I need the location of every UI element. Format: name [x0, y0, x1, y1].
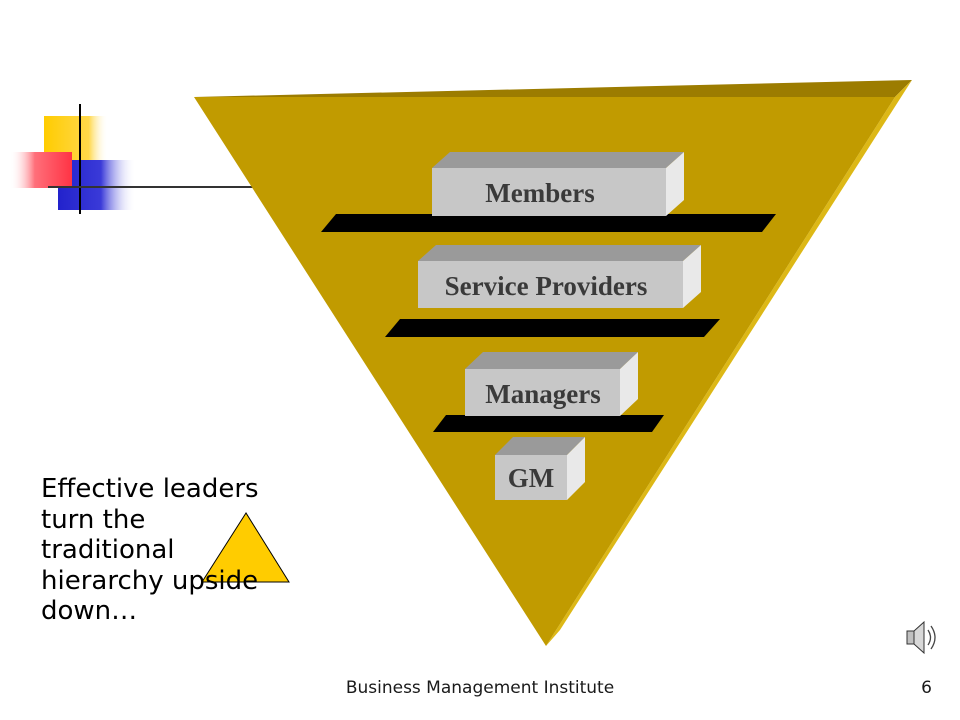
level-block-members: Members [432, 152, 684, 216]
caption: Effective leaders turn the traditional h… [41, 474, 301, 627]
level-label-service-providers: Service Providers [445, 271, 648, 301]
color-squares-logo [10, 104, 262, 214]
level-label-members: Members [485, 178, 594, 208]
caption-line: turn the [41, 504, 146, 535]
yellow-triangle-icon [201, 512, 290, 583]
slide-number: 6 [921, 678, 932, 698]
shelf-2 [385, 319, 720, 337]
pyramid-top-face [194, 80, 912, 97]
speaker-icon[interactable] [906, 620, 936, 655]
shelf-3 [433, 415, 664, 432]
level-block-managers: Managers [465, 352, 638, 416]
caption-line: down… [41, 596, 138, 626]
level-block-service-providers: Service Providers [418, 245, 701, 308]
caption-line: hierarchy upside [41, 565, 259, 596]
pyramid-side-face [546, 80, 912, 646]
caption-line: Effective leaders [41, 474, 259, 504]
shelves [321, 214, 776, 432]
level-label-managers: Managers [485, 379, 600, 409]
level-label-gm: GM [508, 463, 555, 493]
footer-title: Business Management Institute [345, 678, 615, 698]
shelf-1 [321, 214, 776, 232]
level-block-gm: GM [495, 437, 585, 500]
caption-line: traditional [41, 535, 175, 565]
